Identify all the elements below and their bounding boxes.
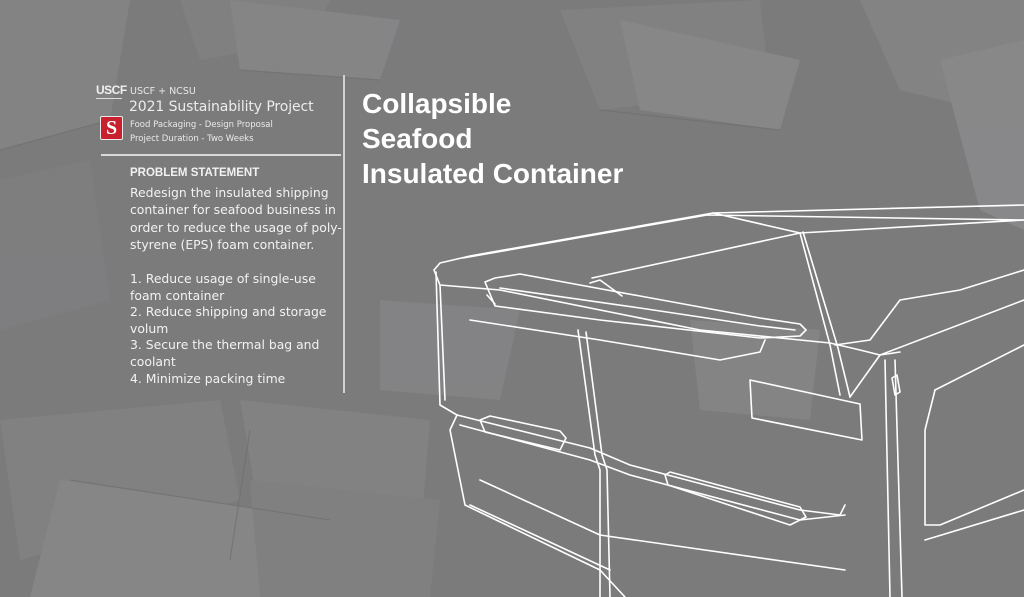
project-duration: Project Duration - Two Weeks [130,134,254,144]
project-title: 2021 Sustainability Project [129,99,314,115]
uscf-logo-tagline [96,98,122,101]
problem-statement-heading: PROBLEM STATEMENT [130,167,260,179]
main-title: Collapsible Seafood Insulated Container [362,86,623,191]
main-title-line: Seafood [362,123,473,154]
main-title-line: Collapsible [362,88,512,119]
goals-list: 1. Reduce usage of single-use foam conta… [130,271,350,387]
ncsu-logo: S [100,116,123,140]
horizontal-divider [101,154,341,156]
goal-item: 1. Reduce usage of single-use foam conta… [130,271,316,303]
goal-item: 3. Secure the thermal bag and coolant [130,337,320,369]
goal-item: 4. Minimize packing time [130,370,286,386]
problem-statement-body: Redesign the insulated shipping containe… [130,185,342,252]
goal-item: 2. Reduce shipping and storage volum [130,304,327,336]
vertical-divider [343,75,345,393]
project-type: Food Packaging - Design Proposal [130,120,273,130]
main-title-line: Insulated Container [362,158,624,189]
uscf-logo: USCF [96,83,127,101]
uscf-logo-text: USCF [96,83,127,97]
org-label: USCF + NCSU [130,86,196,97]
